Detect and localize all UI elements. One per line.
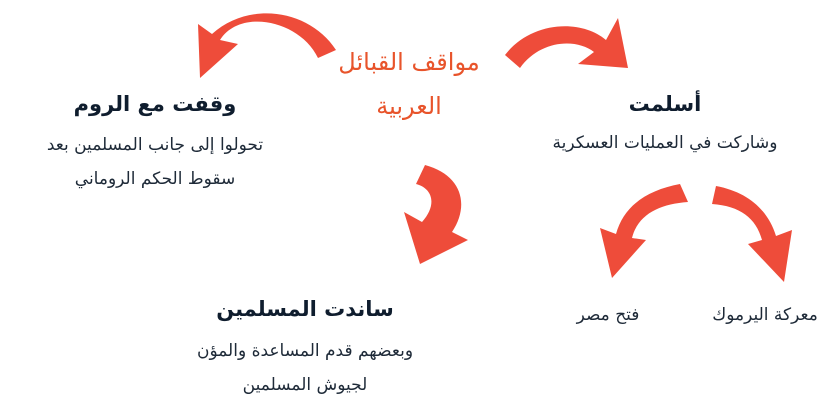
arrow-to-bottom-branch [404, 165, 468, 264]
left-branch-desc-line2: سقوط الحكم الروماني [74, 169, 236, 189]
arrow-to-right-branch [505, 18, 628, 68]
right-branch: أسلمت وشاركت في العمليات العسكرية [525, 88, 805, 160]
bottom-branch-desc-line2: لجيوش المسلمين [242, 375, 368, 395]
center-title: مواقف القبائل العربية [318, 40, 500, 128]
left-branch-desc-line1: تحولوا إلى جانب المسلمين بعد [46, 135, 264, 155]
right-branch-desc: وشاركت في العمليات العسكرية [552, 133, 778, 153]
arrow-to-egypt [600, 184, 688, 278]
bottom-branch-desc-line1: وبعضهم قدم المساعدة والمؤن [196, 341, 414, 361]
right-branch-title: أسلمت [628, 92, 702, 116]
arrow-to-left-branch [198, 13, 336, 78]
center-title-line1: مواقف القبائل [338, 48, 480, 76]
left-branch: وقفت مع الروم تحولوا إلى جانب المسلمين ب… [20, 88, 290, 196]
bottom-branch: ساندت المسلمين وبعضهم قدم المساعدة والمؤ… [170, 292, 440, 402]
bottom-branch-title: ساندت المسلمين [216, 297, 394, 321]
arrow-to-yarmouk [712, 186, 792, 282]
leaf-egypt: فتح مصر [576, 305, 640, 325]
left-branch-title: وقفت مع الروم [73, 92, 237, 116]
center-title-line2: العربية [376, 92, 442, 120]
leaf-yarmouk: معركة اليرموك [712, 305, 818, 325]
